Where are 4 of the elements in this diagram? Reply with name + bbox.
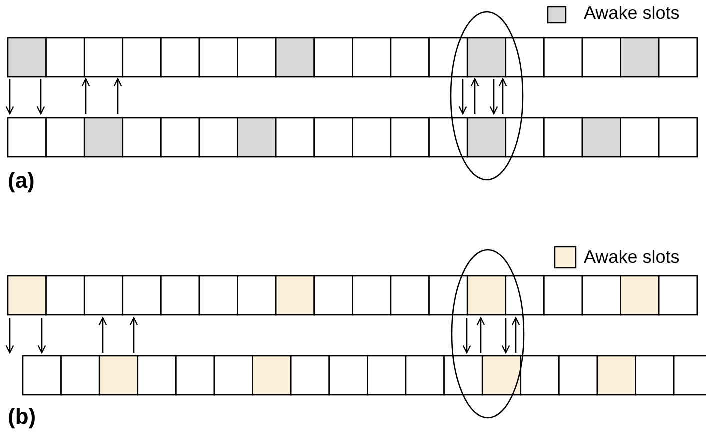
legend-text: Awake slots — [584, 247, 680, 268]
legend-text: Awake slots — [584, 3, 680, 24]
panel-label: (b) — [8, 404, 36, 430]
panel-label: (a) — [8, 168, 35, 194]
